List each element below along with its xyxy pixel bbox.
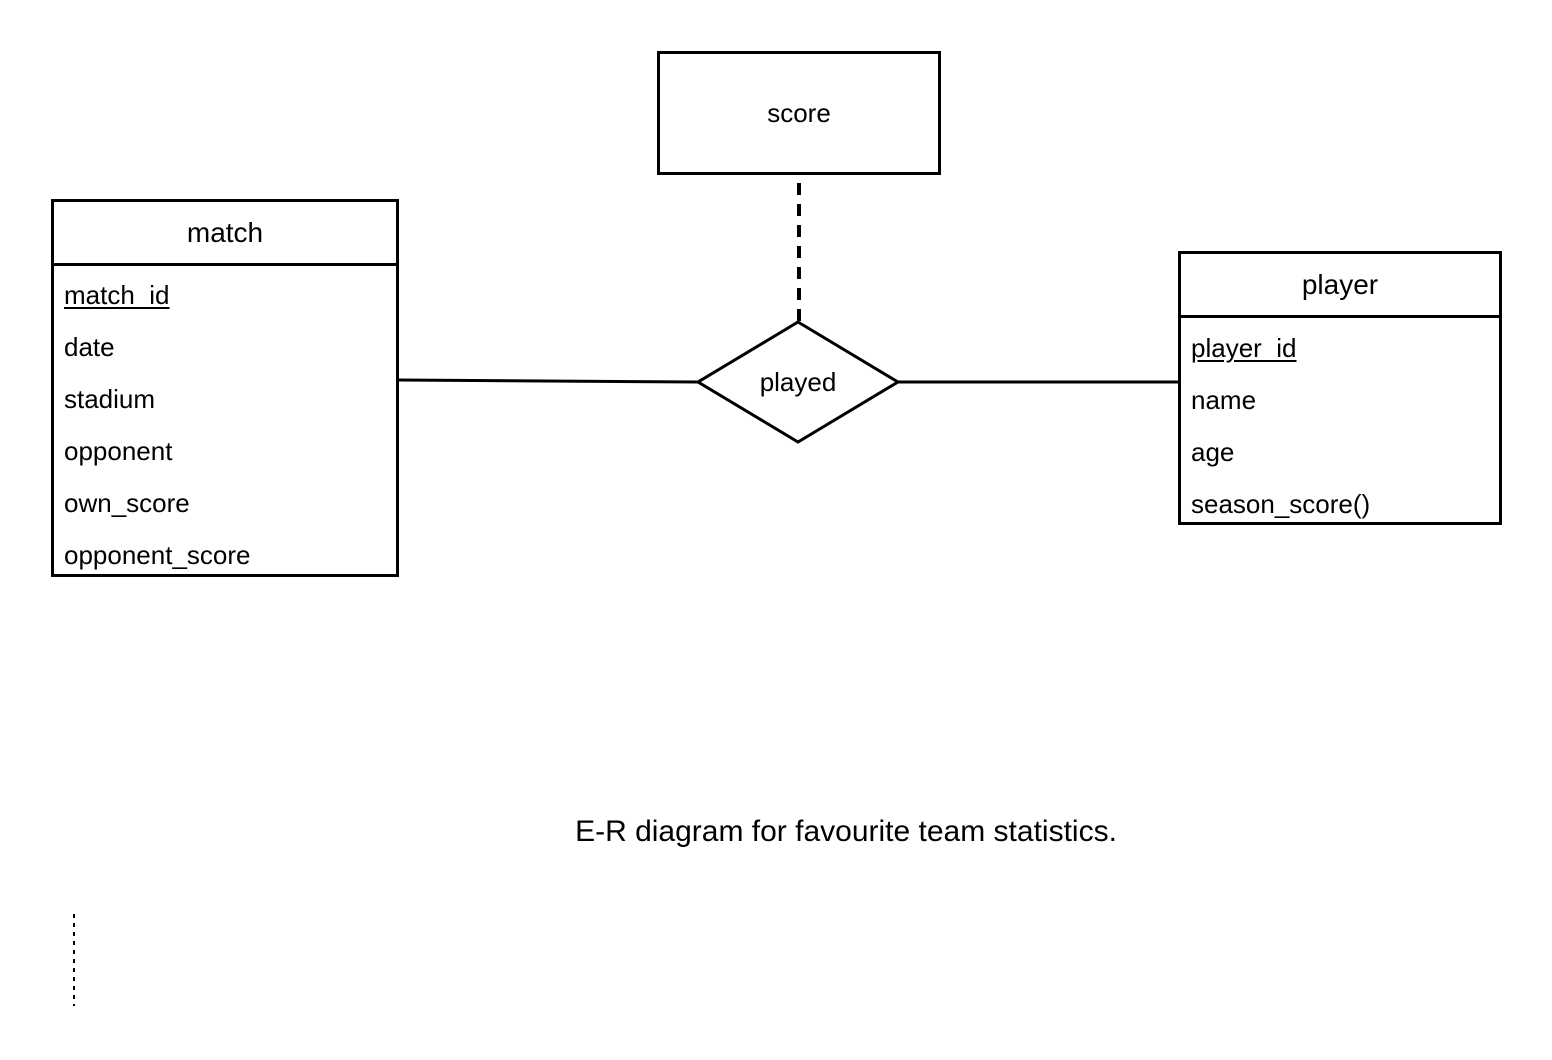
match-attr-opponent-score: opponent_score [64, 540, 251, 570]
score-entity[interactable]: score [657, 51, 941, 175]
match-attribute-list: match_id date stadium opponent own_score… [54, 266, 396, 581]
match-played-line [398, 378, 699, 384]
diagram-caption: E-R diagram for favourite team statistic… [575, 815, 1117, 848]
match-attr-own-score: own_score [64, 488, 190, 518]
player-attr-name: name [1191, 385, 1257, 415]
match-attr-opponent: opponent [64, 436, 173, 466]
player-entity-header: player [1181, 254, 1499, 318]
player-attr-player-id: player_id [1191, 333, 1297, 363]
match-attr-match-id: match_id [64, 280, 170, 310]
match-attr-date: date [64, 332, 115, 362]
match-entity[interactable]: match match_id date stadium opponent own… [51, 199, 399, 577]
match-entity-header: match [54, 202, 396, 266]
player-entity-name: player [1301, 268, 1379, 300]
match-entity-name: match [186, 216, 264, 248]
player-entity[interactable]: player player_id name age season_score() [1178, 251, 1502, 525]
player-attr-season-score: season_score() [1191, 489, 1371, 519]
player-attribute-list: player_id name age season_score() [1181, 318, 1499, 530]
played-relationship-diamond[interactable] [695, 320, 901, 444]
played-relationship-label: played [759, 367, 837, 397]
player-attr-age: age [1191, 437, 1235, 467]
score-entity-name: score [767, 97, 831, 128]
match-attr-stadium: stadium [64, 384, 156, 414]
